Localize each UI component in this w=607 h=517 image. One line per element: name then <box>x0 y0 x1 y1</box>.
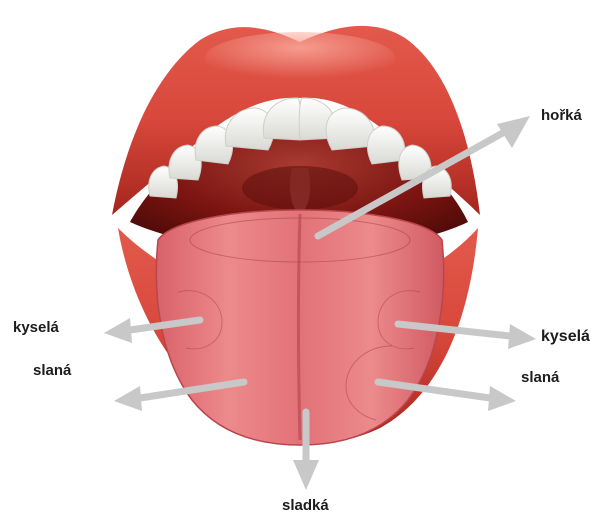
tongue-median-groove <box>299 214 301 440</box>
label-sweet: sladká <box>282 498 329 513</box>
throat <box>242 166 358 210</box>
label-salty-left: slaná <box>33 363 71 378</box>
label-sour-right: kyselá <box>541 329 590 345</box>
label-sour-left: kyselá <box>13 320 59 335</box>
label-bitter: hořká <box>541 108 582 123</box>
upper-lip-shine <box>205 32 395 84</box>
label-salty-right: slaná <box>521 370 559 385</box>
